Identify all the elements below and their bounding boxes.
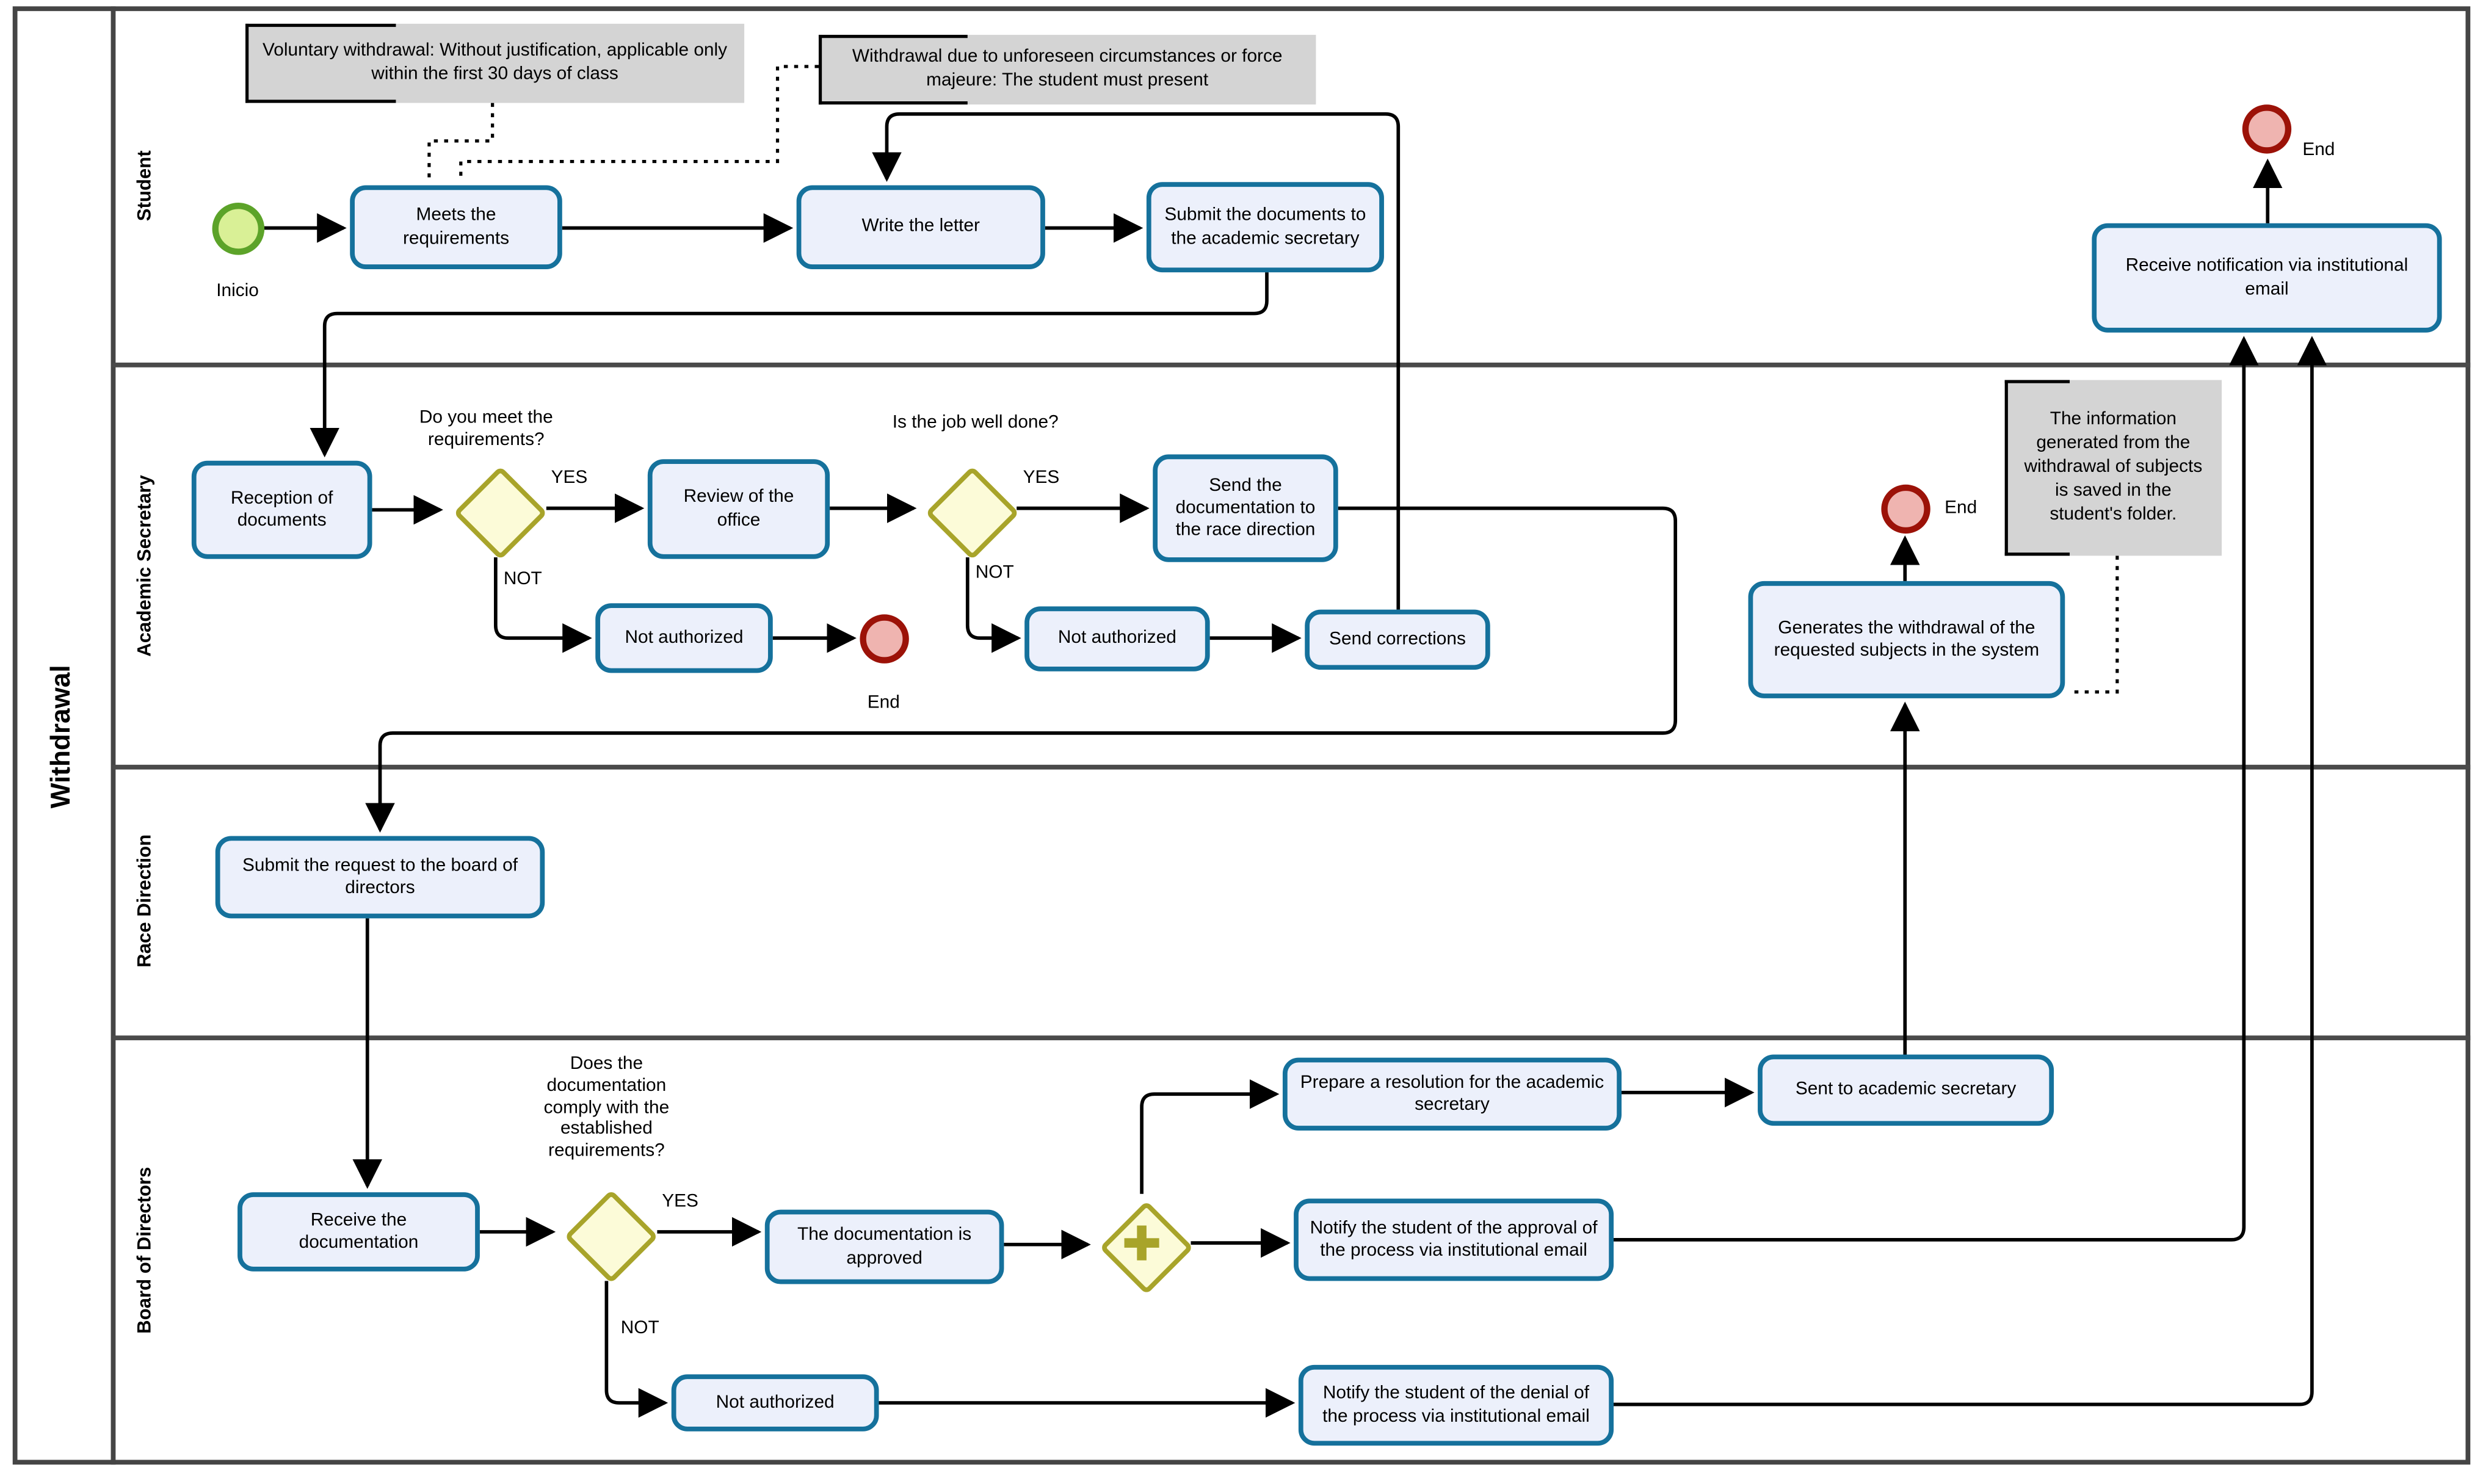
task-generates-withdrawal[interactable]: Generates the withdrawal of the requeste… bbox=[1748, 581, 2065, 698]
start-event[interactable] bbox=[212, 203, 265, 255]
lane-divider-1 bbox=[112, 362, 2471, 367]
task-review-office[interactable]: Review of the office bbox=[647, 459, 830, 559]
task-receive-documentation[interactable]: Receive the documentation bbox=[237, 1192, 480, 1272]
task-write-letter[interactable]: Write the letter bbox=[796, 185, 1045, 269]
task-send-corrections[interactable]: Send corrections bbox=[1305, 609, 1490, 670]
association-info-saved-note bbox=[2071, 556, 2119, 694]
task-not-authorized-1[interactable]: Not authorized bbox=[595, 603, 773, 673]
task-not-authorized-3[interactable]: Not authorized bbox=[671, 1374, 879, 1432]
flow-parallel-to-prepare-resolution bbox=[1140, 1079, 1280, 1194]
annotation-info-saved-text: The information generated from the withd… bbox=[2024, 410, 2203, 524]
annotation-voluntary[interactable]: Voluntary withdrawal: Without justificat… bbox=[245, 23, 745, 103]
gateway-2-not-label: NOT bbox=[975, 563, 1014, 583]
gateway-meet-requirements-question: Do you meet the requirements? bbox=[419, 408, 553, 450]
parallel-plus-icon bbox=[1124, 1225, 1159, 1261]
gateway-1-not-label: NOT bbox=[503, 570, 542, 589]
task-not-authorized-2[interactable]: Not authorized bbox=[1024, 606, 1210, 671]
annotation-voluntary-text: Voluntary withdrawal: Without justificat… bbox=[263, 41, 728, 84]
task-notify-denial[interactable]: Notify the student of the denial of the … bbox=[1298, 1364, 1614, 1446]
flow-gw1-not-to-not-authorized-1 bbox=[493, 557, 592, 653]
association-voluntary-note bbox=[427, 103, 495, 179]
flow-notify-approval-to-receive-notification bbox=[1614, 336, 2259, 1242]
start-event-label: Inicio bbox=[216, 281, 259, 301]
task-receive-notification[interactable]: Receive notification via institutional e… bbox=[2092, 223, 2442, 333]
task-meets-requirements[interactable]: Meets the requirements bbox=[350, 185, 562, 269]
gateway-2-yes-label: YES bbox=[1023, 468, 1060, 488]
task-send-documentation-race[interactable]: Send the documentation to the race direc… bbox=[1153, 454, 1338, 562]
task-sent-to-secretary[interactable]: Sent to academic secretary bbox=[1758, 1054, 2054, 1126]
end-event-top[interactable] bbox=[2242, 104, 2292, 154]
pool-border bbox=[12, 6, 2471, 1465]
gateway-3-not-label: NOT bbox=[620, 1319, 659, 1338]
end-event-generates[interactable] bbox=[1881, 484, 1930, 534]
task-prepare-resolution[interactable]: Prepare a resolution for the academic se… bbox=[1282, 1057, 1622, 1131]
annotation-force-majeure-text: Withdrawal due to unforeseen circumstanc… bbox=[852, 47, 1283, 90]
pool-title-divider bbox=[111, 6, 116, 1465]
end-event-top-label: End bbox=[2302, 140, 2335, 160]
annotation-info-saved[interactable]: The information generated from the withd… bbox=[2004, 380, 2222, 556]
plus-vertical-bar bbox=[1137, 1225, 1147, 1261]
lane-divider-3 bbox=[112, 1035, 2471, 1040]
end-event-secretary-label: End bbox=[867, 693, 900, 713]
lane-divider-2 bbox=[112, 764, 2471, 769]
task-submit-documents[interactable]: Submit the documents to the academic sec… bbox=[1146, 182, 1384, 273]
flow-gw2-not-to-not-authorized-2 bbox=[965, 557, 1021, 653]
gateway-3-yes-label: YES bbox=[662, 1192, 698, 1212]
task-reception-documents[interactable]: Reception of documents bbox=[191, 460, 372, 559]
gateway-job-well-done-question: Is the job well done? bbox=[892, 413, 1059, 433]
annotation-bracket bbox=[2004, 380, 2070, 556]
gateway-1-yes-label: YES bbox=[551, 468, 588, 488]
gateway-documentation-comply-question: Does the documentation comply with the e… bbox=[543, 1054, 670, 1161]
end-event-secretary[interactable] bbox=[860, 614, 909, 664]
task-notify-approval[interactable]: Notify the student of the approval of th… bbox=[1294, 1198, 1614, 1281]
annotation-force-majeure[interactable]: Withdrawal due to unforeseen circumstanc… bbox=[818, 35, 1316, 105]
annotation-bracket bbox=[245, 23, 396, 103]
annotation-bracket bbox=[818, 35, 968, 105]
flow-notify-denial-to-receive-notification bbox=[1614, 336, 2327, 1406]
task-submit-request-board[interactable]: Submit the request to the board of direc… bbox=[215, 836, 545, 919]
flow-gw3-not-to-not-authorized-3 bbox=[604, 1281, 669, 1418]
association-force-majeure-note bbox=[459, 65, 819, 179]
task-documentation-approved[interactable]: The documentation is approved bbox=[764, 1209, 1004, 1284]
flow-send-doc-race-to-submit-request bbox=[365, 506, 1678, 833]
flow-send-corrections-to-write bbox=[872, 112, 1401, 610]
end-event-generates-label: End bbox=[1945, 499, 1977, 518]
flow-submit-docs-to-reception bbox=[310, 272, 1269, 458]
